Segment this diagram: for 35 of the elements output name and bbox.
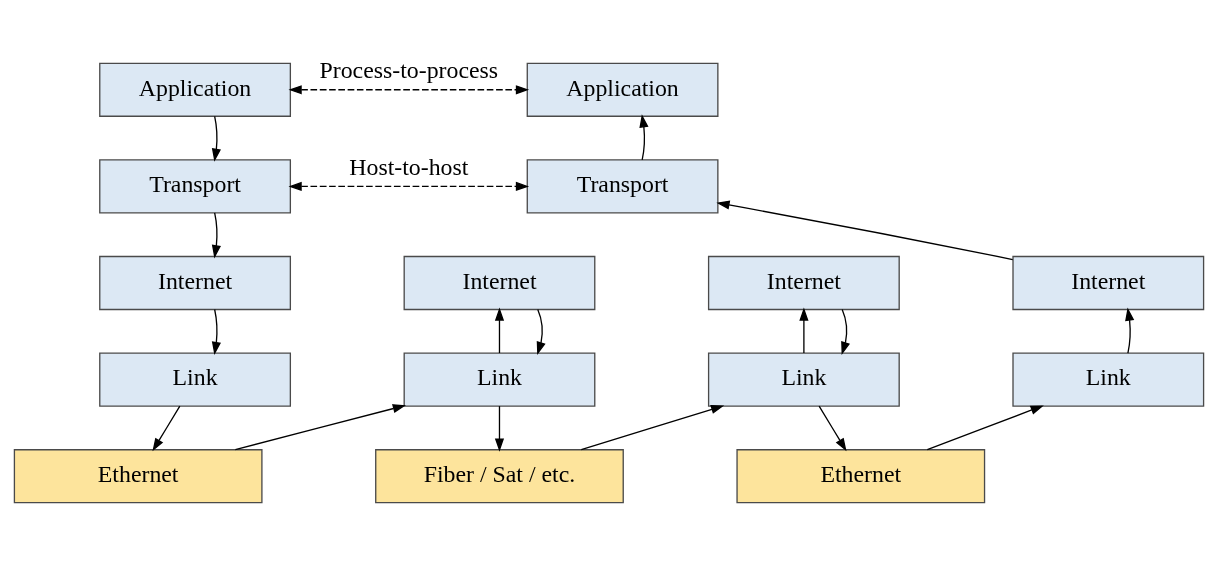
node-box: Transport — [526, 159, 719, 214]
arrow — [926, 405, 1044, 451]
node-box: Ethernet — [13, 449, 263, 504]
node-box: Internet — [707, 255, 900, 311]
node-box: Internet — [99, 255, 292, 311]
arrow — [580, 405, 725, 451]
node-box: Link — [403, 352, 596, 407]
node-box: Ethernet — [736, 449, 986, 504]
arrow — [288, 85, 530, 95]
node-box: Internet — [1012, 255, 1205, 311]
arrow — [494, 405, 505, 452]
arrow — [211, 212, 221, 259]
node-box: Link — [1012, 352, 1205, 407]
node-box: Application — [99, 62, 292, 117]
node-box: Application — [526, 62, 719, 117]
arrow — [841, 308, 850, 355]
edge-label: Host-to-host — [349, 154, 469, 180]
arrow — [1125, 307, 1135, 354]
node-box: Link — [99, 352, 292, 407]
arrow — [211, 308, 221, 355]
arrow — [211, 115, 221, 162]
arrow — [818, 405, 847, 452]
node-box: Transport — [99, 159, 292, 214]
arrow — [152, 405, 181, 452]
arrow — [799, 307, 809, 354]
arrow — [494, 307, 505, 354]
arrow — [536, 308, 546, 355]
arrow — [639, 114, 649, 161]
arrow — [288, 181, 530, 192]
node-box: Link — [707, 352, 900, 407]
node-box: Internet — [403, 255, 596, 311]
edge-label: Process-to-process — [319, 57, 499, 84]
node-box: Fiber / Sat / etc. — [375, 449, 624, 504]
arrow — [716, 200, 1014, 261]
arrow — [234, 404, 406, 451]
